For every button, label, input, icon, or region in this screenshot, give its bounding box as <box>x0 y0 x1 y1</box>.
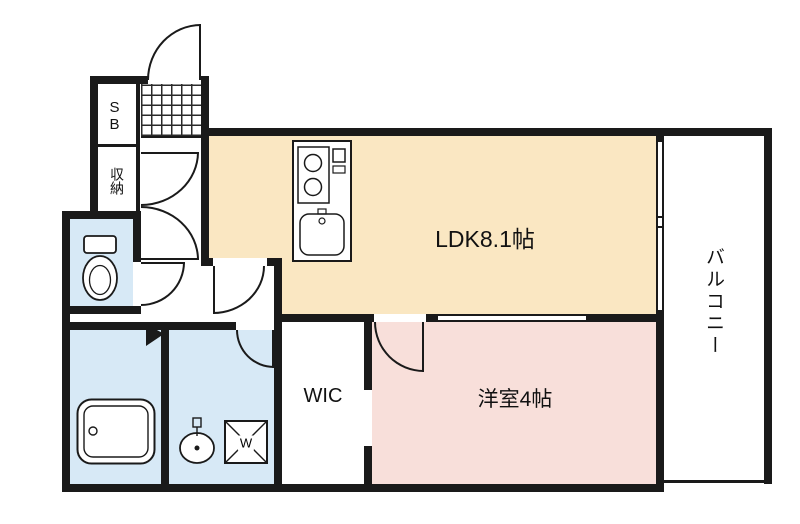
wall-segment <box>62 211 141 219</box>
room-ldk-lower <box>282 258 656 314</box>
wall-segment <box>62 484 664 492</box>
balcony-label: バルコニー <box>703 247 724 357</box>
wall-segment <box>90 76 148 84</box>
wall-segment <box>62 306 141 314</box>
wall-segment <box>364 314 372 390</box>
kitchen-unit-icon <box>292 140 352 262</box>
western-room-label: 洋室4帖 <box>477 388 553 411</box>
sliding-door-ldk-western <box>438 314 586 322</box>
shoebox-label: SB <box>106 99 123 133</box>
closet-door-swing-arc <box>141 206 199 260</box>
sink-icon <box>176 414 218 473</box>
wall-segment <box>201 128 772 136</box>
room-ldk <box>209 136 656 258</box>
wall-segment <box>764 128 772 484</box>
bathtub-icon <box>76 398 156 471</box>
washer-label: W <box>237 435 255 451</box>
wall-segment <box>278 314 374 322</box>
washing-machine-icon: W <box>224 420 268 464</box>
ldk-room-label: LDK8.1帖 <box>435 226 535 252</box>
wall-segment <box>426 314 438 322</box>
wic-room-label: WIC <box>303 385 343 407</box>
wall-segment <box>62 211 70 492</box>
wall-segment <box>364 446 372 492</box>
window-center-tick <box>656 216 664 218</box>
wall-segment <box>274 258 282 492</box>
wall-segment <box>201 258 213 266</box>
window-center-tick <box>656 226 664 228</box>
balcony-railing <box>664 480 772 483</box>
ldk-door-swing-arc <box>213 266 265 314</box>
wall-segment <box>90 76 98 219</box>
wall-segment <box>586 314 664 322</box>
wall-segment <box>133 211 141 262</box>
room-wic <box>282 322 364 484</box>
wall-segment <box>161 326 169 492</box>
wall-segment <box>92 144 137 147</box>
wall-segment <box>201 76 209 266</box>
toilet-icon <box>78 234 122 309</box>
entrance-door-swing-arc <box>147 24 201 80</box>
room-balcony <box>664 136 764 480</box>
storage-label: 収納 <box>109 167 125 195</box>
wall-segment <box>656 136 664 142</box>
entrance-tile-floor <box>141 84 201 138</box>
closet-door-swing-arc <box>141 152 199 206</box>
wall-segment <box>656 310 664 492</box>
wall-segment <box>136 84 140 211</box>
toilet-door-swing-arc <box>141 262 185 306</box>
